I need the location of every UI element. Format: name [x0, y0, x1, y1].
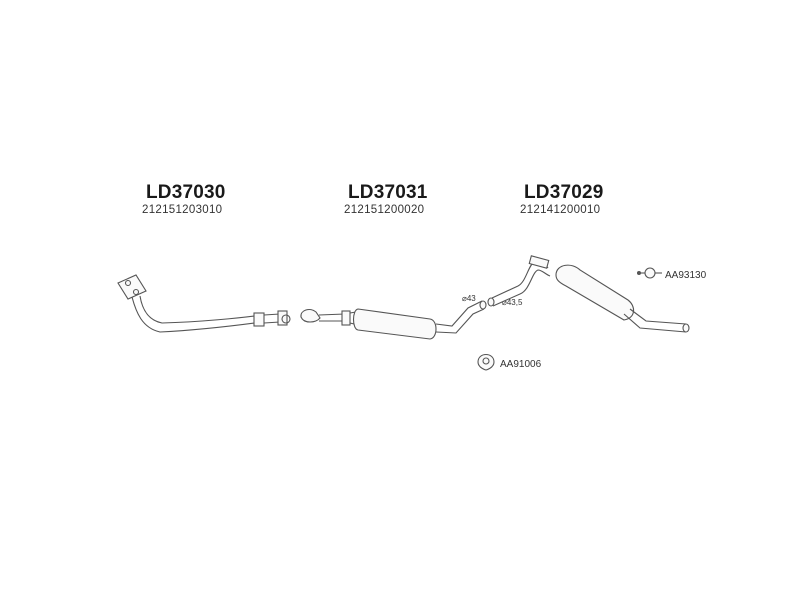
rear-silencer-part [487, 255, 690, 333]
oem-number-middle-silencer: 212151200020 [344, 204, 425, 216]
middle-silencer-part [300, 300, 487, 340]
part-code-middle-silencer: LD37031 [348, 182, 428, 203]
front-pipe-part [117, 274, 291, 333]
part-code-front-pipe: LD37030 [146, 182, 226, 203]
oem-number-rear-silencer: 212141200010 [520, 204, 601, 216]
gasket-icon [477, 353, 495, 371]
part-code-rear-silencer: LD37029 [524, 182, 604, 203]
oem-number-front-pipe: 212151203010 [142, 204, 223, 216]
gasket-code-label: AA91006 [500, 359, 542, 370]
diameter-label-43: ⌀43 [462, 294, 476, 303]
diameter-label-43-5: ⌀43,5 [502, 298, 523, 307]
clamp-code-label: AA93130 [665, 270, 707, 281]
clamp-icon [637, 267, 662, 279]
